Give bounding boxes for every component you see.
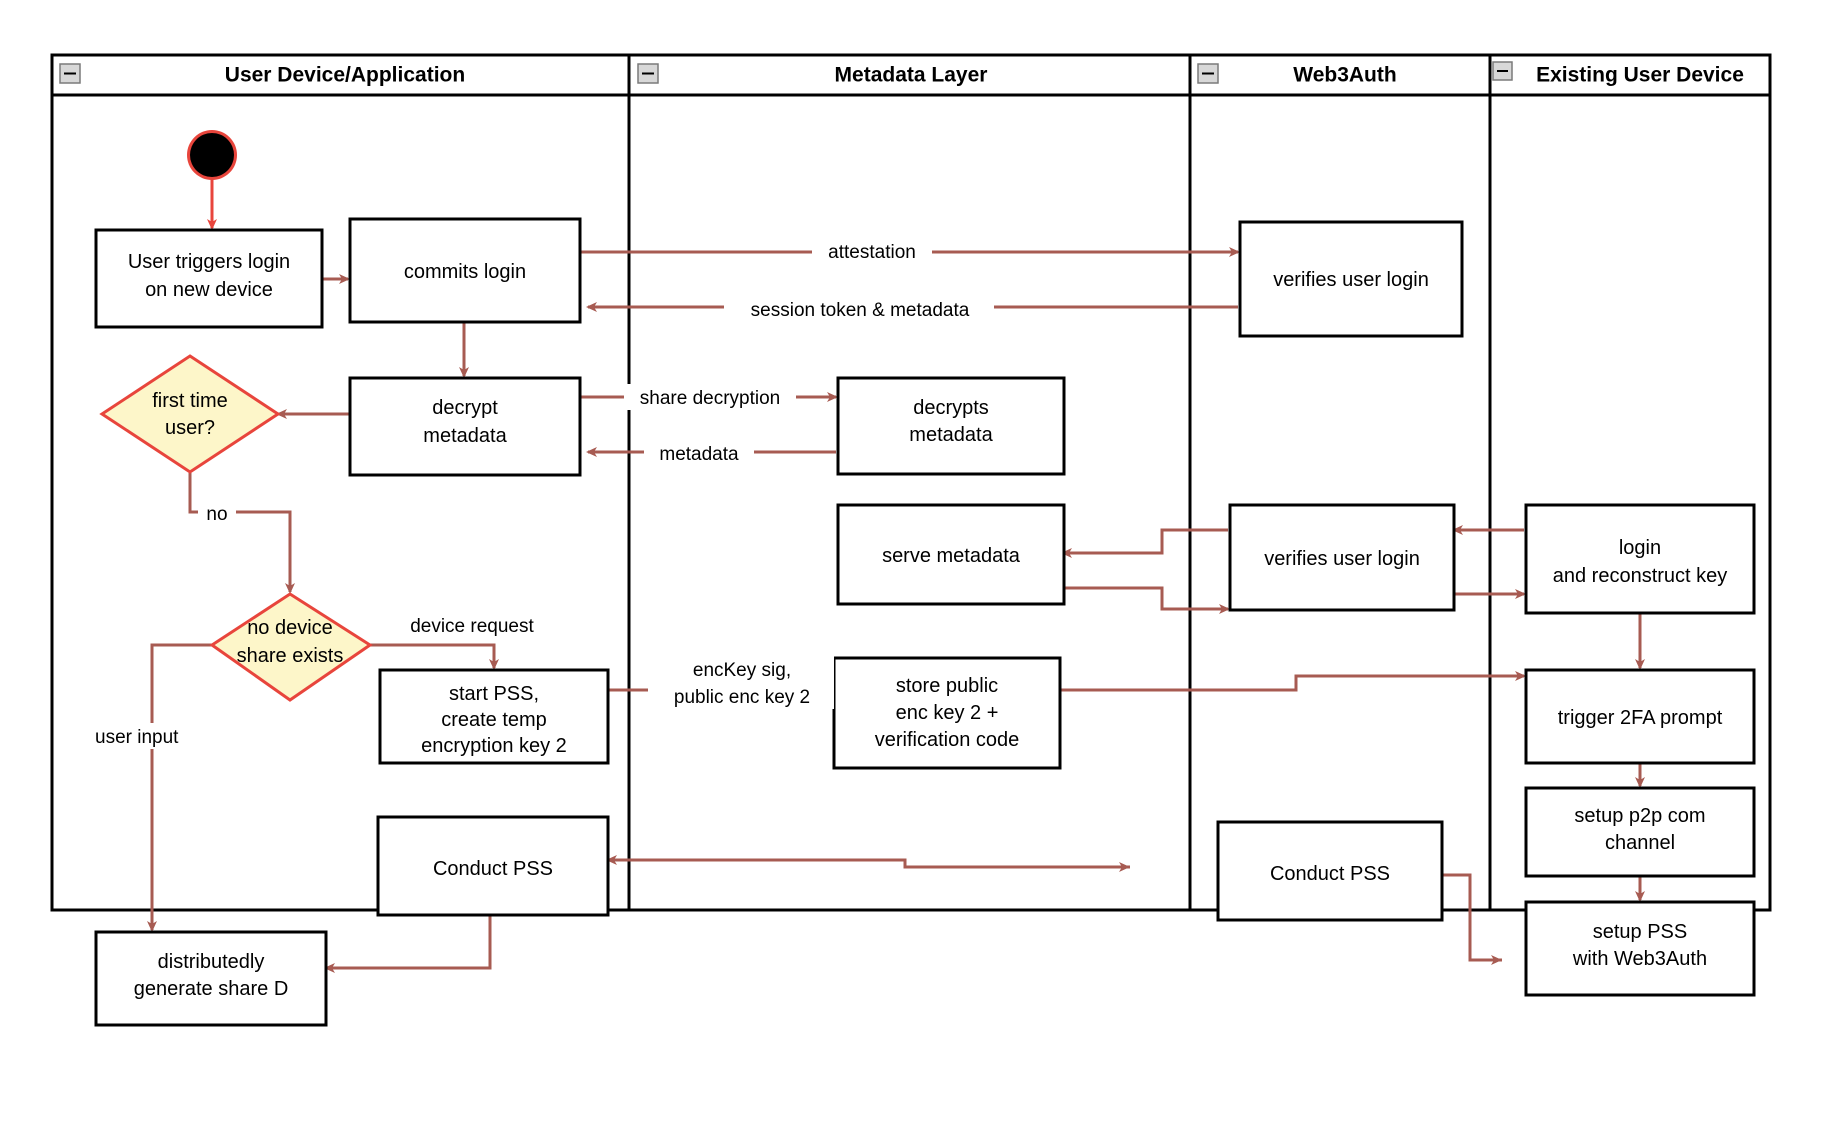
node-distributedly-generate-share-d[interactable]: distributedly generate share D [94, 930, 328, 1027]
node-label-line: Conduct PSS [433, 858, 553, 880]
lane-metadata-layer[interactable]: Metadata Layer [627, 53, 1192, 912]
node-trigger-2fa-prompt[interactable]: trigger 2FA prompt [1524, 668, 1756, 765]
edge-label-no: no [198, 500, 236, 526]
lane-title-web3auth: Web3Auth [1293, 64, 1396, 87]
minus-icon-metadata-layer[interactable] [637, 63, 659, 84]
node-label-line: channel [1605, 832, 1675, 854]
node-label-line: user? [165, 417, 215, 439]
svg-text:attestation: attestation [828, 242, 916, 263]
node-label-line: on new device [145, 279, 273, 301]
lane-title-existing-user-device: Existing User Device [1536, 64, 1744, 87]
node-label-line: commits login [404, 261, 526, 283]
edge-verifies-to-serve-metadata [1061, 528, 1228, 558]
edge-user-input [147, 643, 212, 932]
node-label-line: decrypts [913, 397, 989, 419]
node-label-line: share exists [237, 645, 344, 667]
node-commits-login[interactable]: commits login [348, 217, 582, 324]
edge-store-key-to-2fa [1058, 671, 1526, 692]
lane-title-metadata-layer: Metadata Layer [835, 64, 988, 87]
edge-label-device-request: device request [390, 612, 555, 638]
node-setup-pss-with-web3auth[interactable]: setup PSS with Web3Auth [1524, 900, 1756, 997]
edge-conduct-pss-to-generate-share-d [324, 915, 492, 973]
edge-no-to-no-device-share [188, 473, 295, 594]
node-label-line: create temp [441, 709, 547, 731]
node-label-line: setup PSS [1593, 921, 1688, 943]
node-label-line: encryption key 2 [421, 735, 567, 757]
node-conduct-pss-user[interactable]: Conduct PSS [376, 815, 610, 917]
node-login-and-reconstruct-key[interactable]: login and reconstruct key [1524, 503, 1756, 615]
svg-text:device request: device request [410, 616, 534, 637]
lane-user-device[interactable]: User Device/Application [50, 53, 631, 912]
lane-existing-user-device[interactable]: Existing User Device [1488, 53, 1772, 912]
node-no-device-share-exists[interactable]: no device share exists [209, 592, 373, 702]
node-user-triggers-login[interactable]: User triggers login on new device [94, 228, 324, 329]
node-label-line: first time [152, 390, 228, 412]
node-setup-p2p-com-channel[interactable]: setup p2p com channel [1524, 786, 1756, 878]
node-label-line: verification code [875, 729, 1020, 751]
svg-text:session token & metadata: session token & metadata [751, 300, 970, 321]
edge-label-session-token-metadata: session token & metadata [724, 296, 994, 322]
node-decrypt-metadata[interactable]: decrypt metadata [348, 376, 582, 477]
svg-text:metadata: metadata [659, 444, 739, 465]
node-serve-metadata[interactable]: serve metadata [836, 503, 1066, 606]
node-first-time-user[interactable]: first time user? [99, 354, 281, 474]
node-start-pss-create-temp-key[interactable]: start PSS, create temp encryption key 2 [378, 668, 610, 765]
node-conduct-pss-web3auth[interactable]: Conduct PSS [1216, 820, 1444, 922]
node-label-line: store public [896, 675, 998, 697]
svg-text:public enc key 2: public enc key 2 [674, 687, 810, 708]
node-label-line: and reconstruct key [1553, 565, 1728, 587]
svg-text:no: no [206, 504, 227, 525]
edge-conduct-pss-user-to-web3auth [608, 858, 1130, 872]
node-label-line: setup p2p com [1574, 805, 1705, 827]
node-verifies-user-login-mid[interactable]: verifies user login [1228, 503, 1456, 612]
node-label-line: login [1619, 537, 1661, 559]
node-label-line: enc key 2 + [896, 702, 999, 724]
node-label-line: User triggers login [128, 251, 290, 273]
node-label-line: verifies user login [1264, 548, 1420, 570]
edge-serve-metadata-to-verifies [1063, 586, 1230, 614]
node-label-line: Conduct PSS [1270, 863, 1390, 885]
lane-title-user-device: User Device/Application [225, 64, 465, 87]
node-store-public-enc-key[interactable]: store public enc key 2 + verification co… [832, 656, 1062, 770]
svg-text:encKey sig,: encKey sig, [693, 660, 791, 681]
minus-icon-web3auth[interactable] [1197, 63, 1219, 84]
node-label-line: distributedly [158, 951, 265, 973]
edge-label-user-input: user input [93, 723, 211, 749]
edge-label-enckey-sig: encKey sig, public enc key 2 [648, 655, 834, 709]
edge-device-request [370, 643, 499, 670]
edge-label-share-decryption: share decryption [624, 384, 796, 410]
node-label-line: trigger 2FA prompt [1558, 707, 1723, 729]
node-decrypts-metadata[interactable]: decrypts metadata [836, 376, 1066, 476]
node-label-line: decrypt [432, 397, 498, 419]
node-label-line: verifies user login [1273, 269, 1429, 291]
node-label-line: metadata [909, 424, 993, 446]
node-label-line: start PSS, [449, 683, 539, 705]
node-label-line: serve metadata [882, 545, 1021, 567]
minus-icon-existing-user-device[interactable] [1492, 61, 1513, 81]
lane-web3auth[interactable]: Web3Auth [1188, 53, 1492, 912]
edge-label-attestation: attestation [812, 238, 932, 264]
svg-text:user input: user input [95, 727, 179, 748]
node-label-line: metadata [423, 425, 507, 447]
node-label-line: with Web3Auth [1572, 948, 1707, 970]
minus-icon-user-device[interactable] [59, 63, 81, 84]
node-label-line: no device [247, 617, 333, 639]
edge-label-metadata: metadata [644, 440, 754, 466]
node-verifies-user-login-top[interactable]: verifies user login [1238, 220, 1464, 338]
svg-text:share decryption: share decryption [640, 388, 780, 409]
edge-rail-to-setup-pss [1468, 875, 1502, 965]
node-start[interactable] [187, 130, 237, 180]
node-label-line: generate share D [134, 978, 289, 1000]
